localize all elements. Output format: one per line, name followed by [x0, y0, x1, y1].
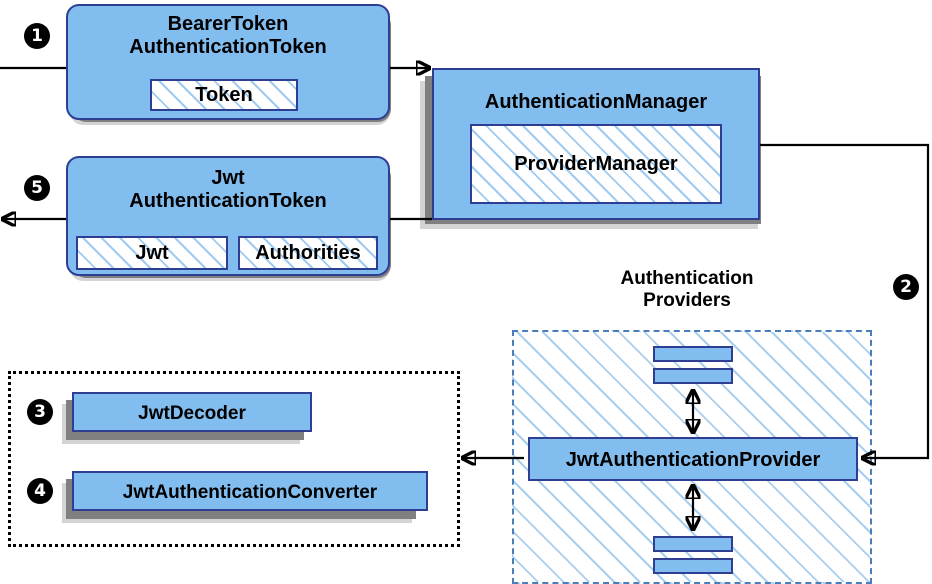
authentication-providers-caption: Authentication Providers [620, 268, 754, 311]
jwt-authentication-provider-title: JwtAuthenticationProvider [565, 449, 821, 471]
jwt-authentication-provider-node[interactable]: JwtAuthenticationProvider [528, 437, 858, 481]
step-marker-5: 5 [24, 175, 50, 201]
step-marker-4: 4 [27, 478, 53, 504]
bearer-token-title: BearerToken AuthenticationToken [129, 13, 327, 58]
jwt-support-group [8, 371, 460, 547]
authorities-compartment: Authorities [238, 236, 378, 270]
step-marker-1: 1 [24, 23, 50, 49]
jwt-decoder-node[interactable]: JwtDecoder [72, 392, 312, 432]
provider-manager-compartment: ProviderManager [470, 124, 722, 204]
jwt-decoder-title: JwtDecoder [138, 403, 246, 424]
provider-stack-top-bar-1 [653, 346, 733, 362]
provider-stack-bottom-bar-1 [653, 536, 733, 552]
jwt-compartment: Jwt [76, 236, 228, 270]
jwt-authentication-converter-title: JwtAuthenticationConverter [122, 482, 378, 503]
jwt-authentication-token-title: Jwt AuthenticationToken [129, 167, 327, 212]
bearer-token-compartment: Token [150, 79, 298, 111]
jwt-authentication-converter-node[interactable]: JwtAuthenticationConverter [72, 471, 428, 511]
authentication-manager-title: AuthenticationManager [484, 91, 708, 113]
step-marker-2: 2 [893, 274, 919, 300]
step-marker-3: 3 [27, 399, 53, 425]
provider-stack-top-bar-2 [653, 368, 733, 384]
provider-stack-bottom-bar-2 [653, 558, 733, 574]
